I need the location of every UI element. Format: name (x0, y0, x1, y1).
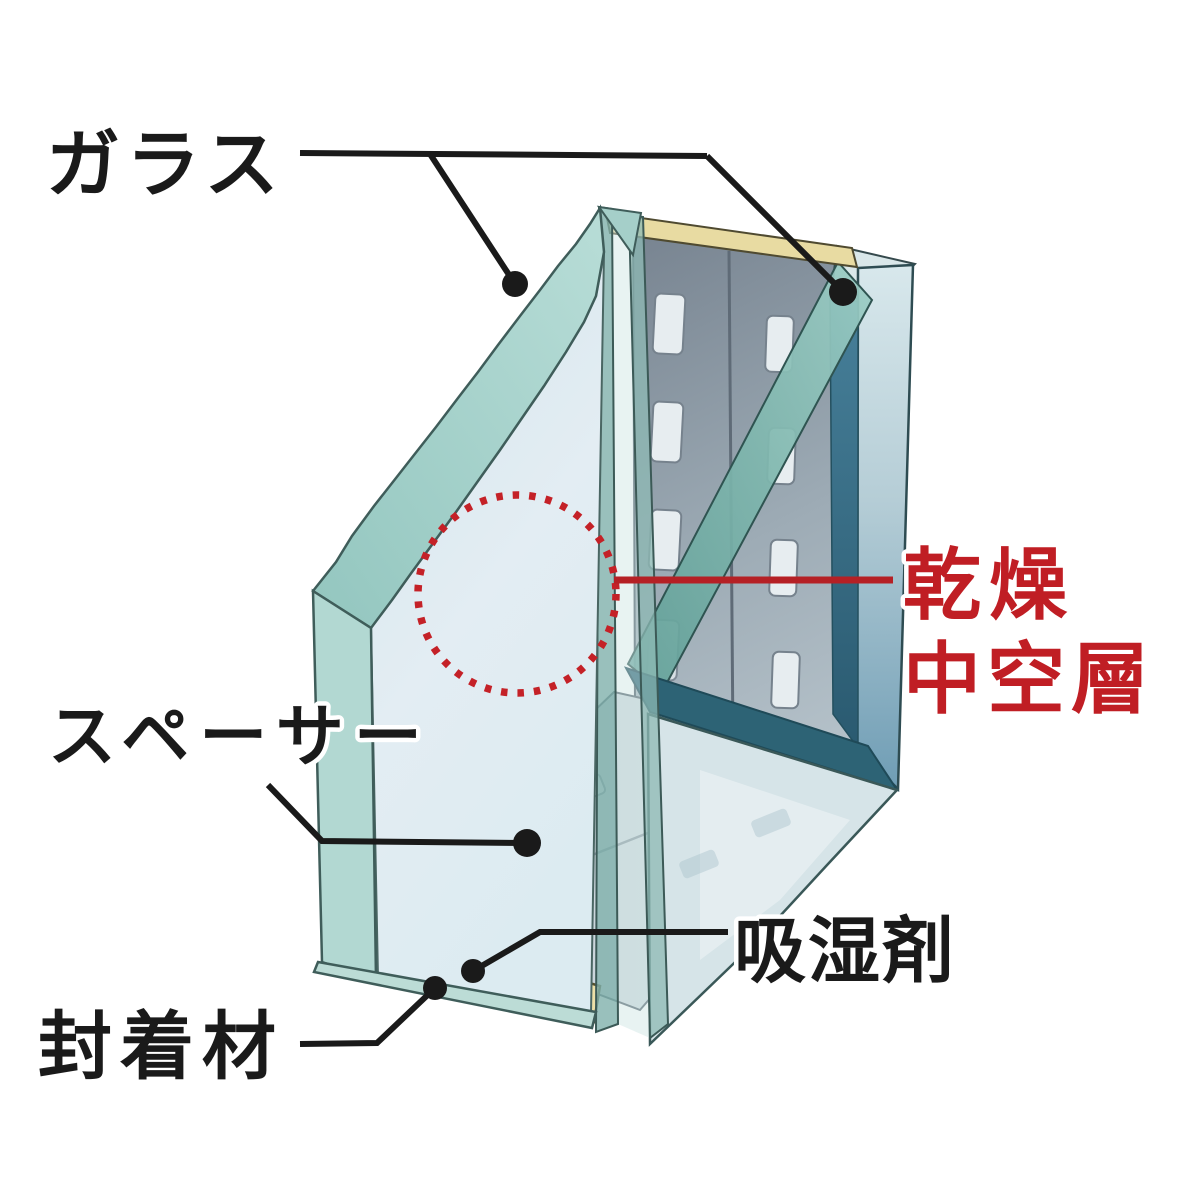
perforation-slot-ghost (679, 849, 719, 879)
label-sealant: 封着材 (38, 1005, 284, 1088)
perforation-slot (764, 314, 795, 374)
front-pane-bottom-edge (312, 960, 598, 1030)
label-glass: ガラス (46, 123, 285, 206)
bottom-face-highlight (700, 770, 850, 960)
label-desiccant: 吸湿剤 (734, 912, 956, 992)
front-pane-left-edge (311, 588, 378, 982)
glass-dot-left (502, 271, 528, 297)
leader-lines (265, 150, 846, 1047)
label-dry-air-line1: 乾燥 (903, 541, 1075, 629)
glass-leader-branch-right (704, 153, 846, 295)
label-spacer: スペーサー (48, 699, 432, 775)
desiccant-leader-line (471, 929, 728, 974)
spacer-dot (513, 829, 541, 857)
sealant-dot (423, 976, 447, 1000)
perforation-slot (651, 292, 687, 356)
perforation-slot (649, 400, 685, 464)
leader-dots (423, 271, 857, 1000)
perforation-slot (768, 538, 799, 598)
glass-leader-branch-left (427, 152, 518, 286)
spacer-leader-line (265, 782, 528, 846)
glass-leader-line (299, 150, 708, 159)
desiccant-dot (461, 959, 485, 983)
perforation-slot (770, 650, 801, 710)
dry-air-space-circle (414, 491, 620, 697)
front-glass-pane (311, 204, 643, 1030)
label-dry-air-line2: 中空層 (903, 635, 1155, 723)
sealant-leader-line (299, 985, 438, 1047)
front-pane-top-corner (596, 205, 643, 258)
perforation-slot-ghost (751, 808, 791, 838)
glass-dot-right (829, 278, 857, 306)
glass-edge-wash (612, 209, 650, 1038)
